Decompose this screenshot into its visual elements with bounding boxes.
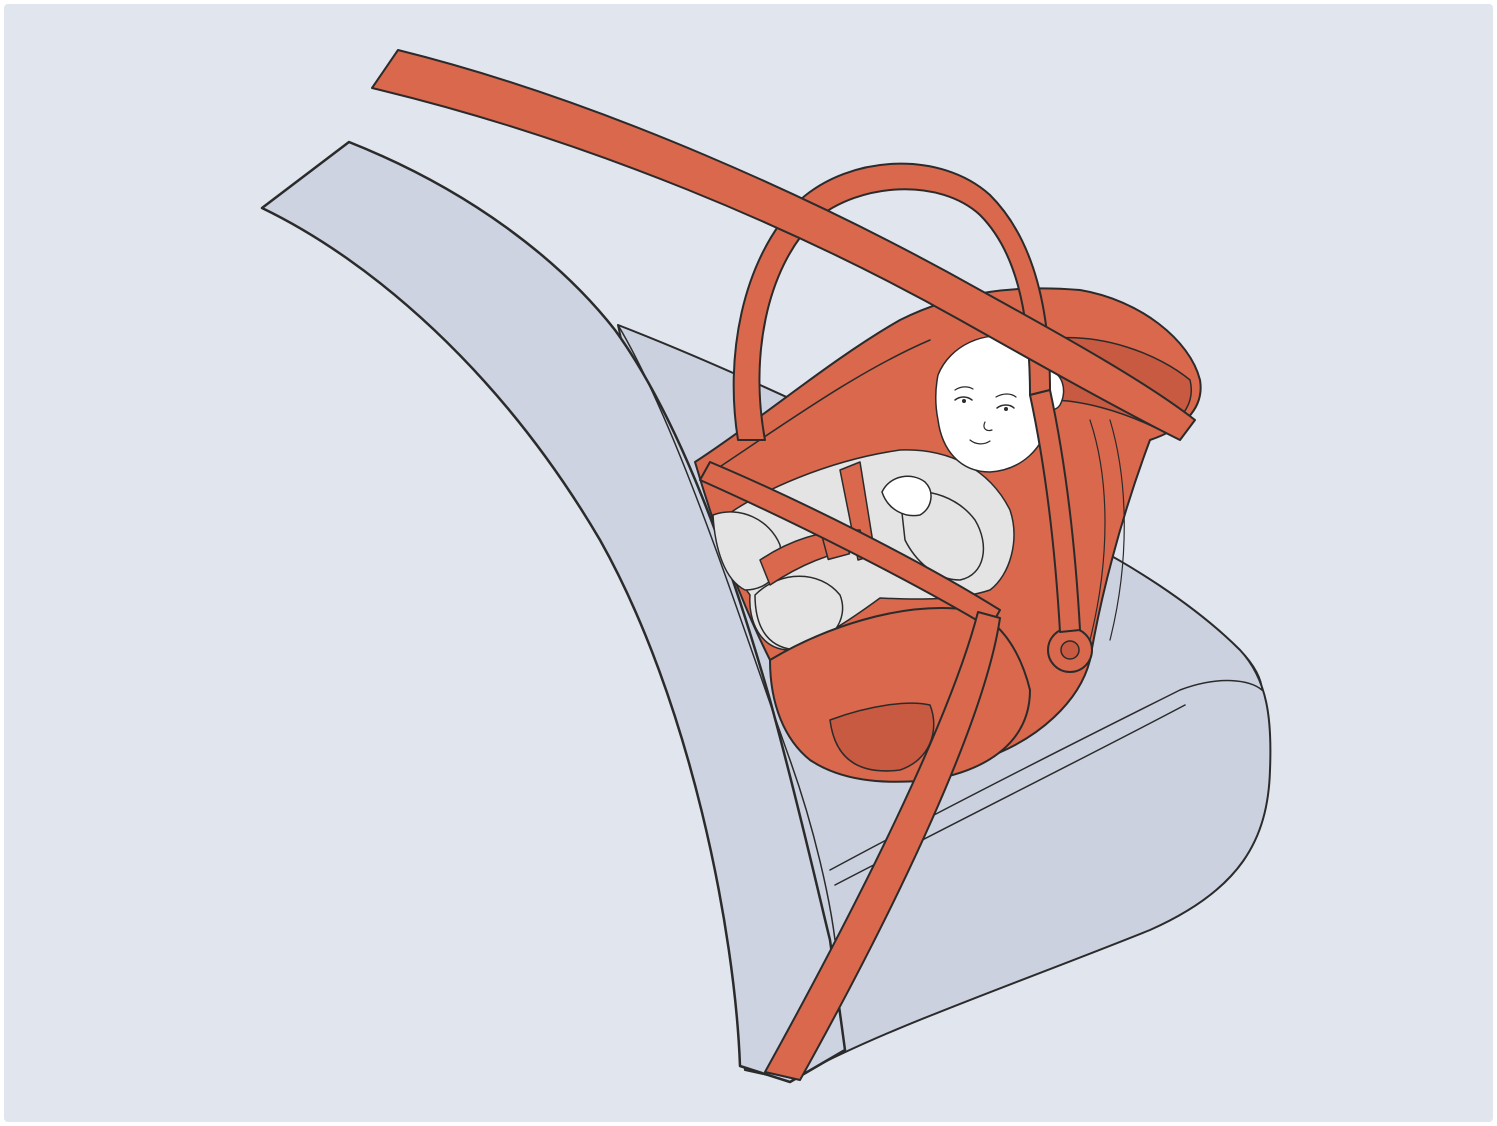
handle-pivot-center [1061, 641, 1079, 659]
baby-pupil-right [1004, 407, 1008, 411]
baby-pupil-left [962, 399, 966, 403]
